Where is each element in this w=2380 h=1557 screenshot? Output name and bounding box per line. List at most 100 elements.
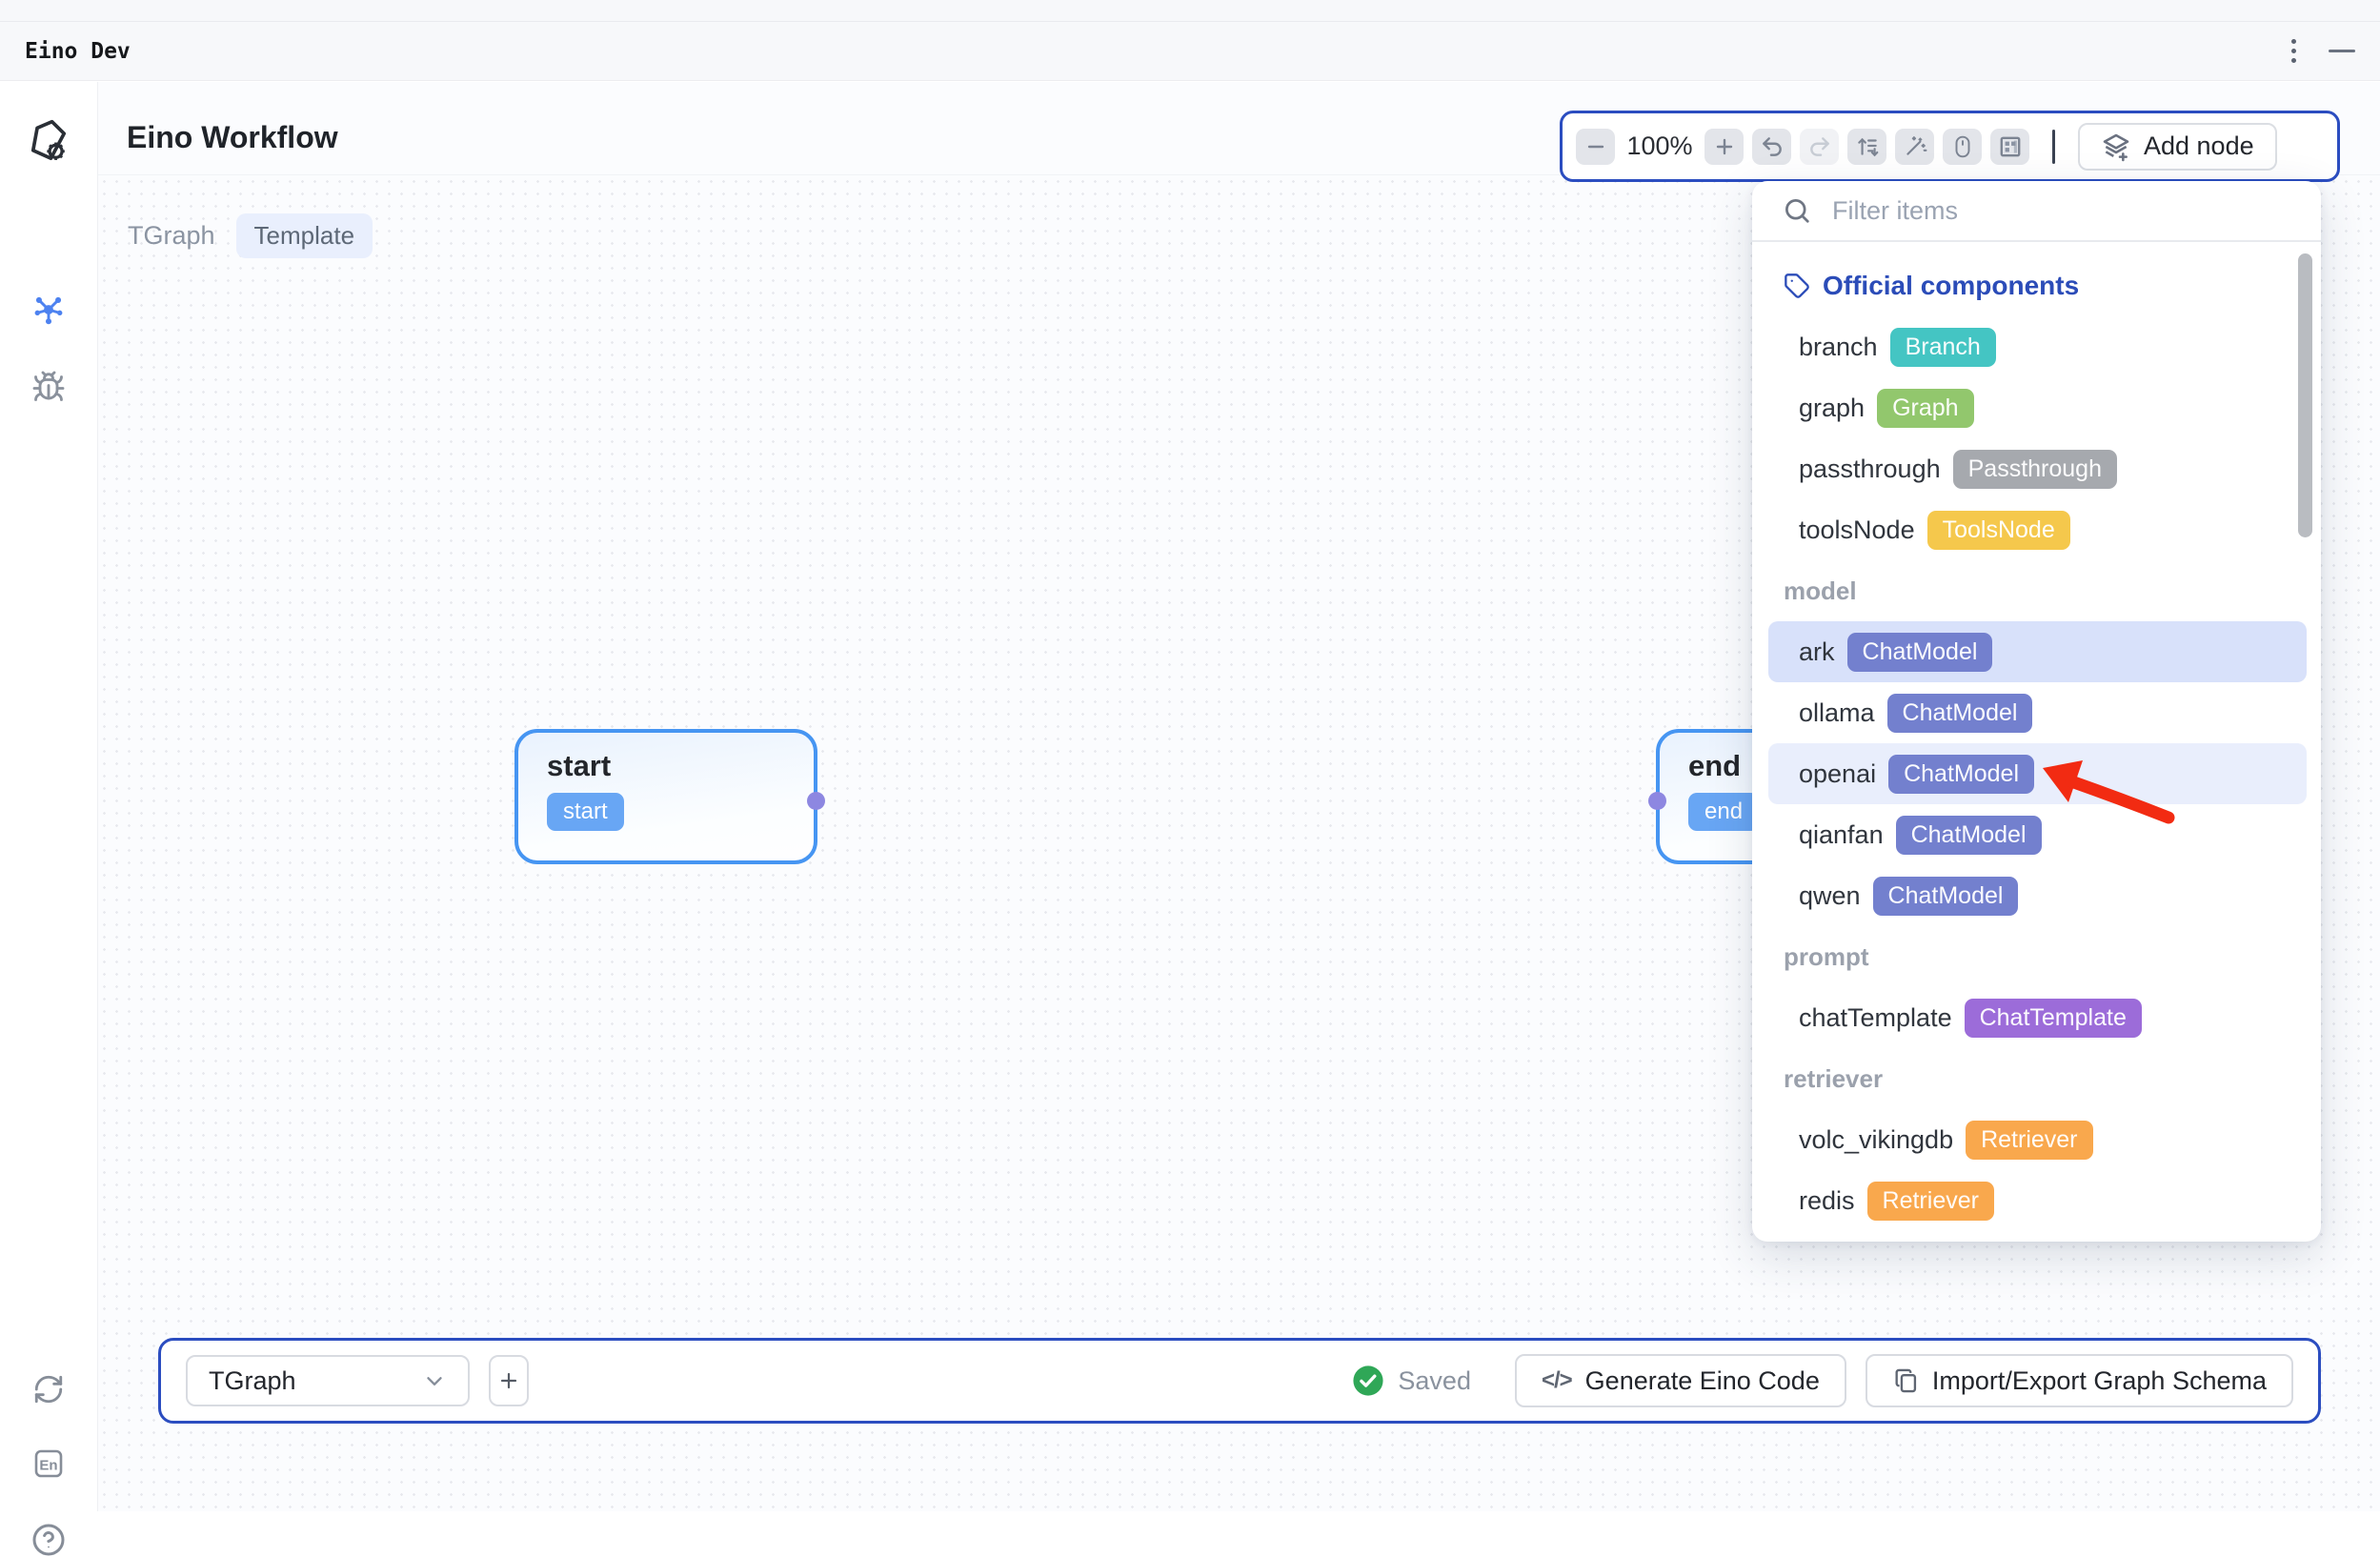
magic-wand-icon[interactable] <box>1895 128 1934 165</box>
zoom-out-button[interactable] <box>1576 128 1615 165</box>
component-panel: Official components branch Branch graphGrap… <box>1752 181 2321 1242</box>
component-label: qianfan <box>1799 819 1884 849</box>
graph-select[interactable]: TGraph <box>186 1355 470 1406</box>
component-type-badge: ChatModel <box>1872 876 2019 916</box>
component-section-retriever: retriever <box>1752 1048 2321 1109</box>
generate-code-label: Generate Eino Code <box>1584 1365 1820 1395</box>
component-label: ark <box>1799 637 1835 666</box>
component-section-model: model <box>1752 560 2321 621</box>
add-graph-button[interactable] <box>489 1355 529 1406</box>
component-item-passthrough[interactable]: passthrough Passthrough <box>1768 438 2307 499</box>
workflow-nav-icon[interactable] <box>30 292 67 328</box>
component-type-badge: Retriever <box>1866 1181 1994 1221</box>
eino-logo-icon[interactable] <box>24 117 73 167</box>
zoom-in-button[interactable] <box>1704 128 1744 165</box>
section-label: prompt <box>1784 941 1869 971</box>
component-item-branch[interactable]: branch Branch <box>1768 316 2307 377</box>
component-label: chatTemplate <box>1799 1002 1952 1032</box>
node-input-handle[interactable] <box>1648 792 1666 810</box>
page-title: Eino Workflow <box>127 120 338 154</box>
chevron-down-icon <box>427 1377 442 1385</box>
canvas-toolbar: 100% <box>1560 111 2340 182</box>
component-item-qwen[interactable]: qwen ChatModel <box>1768 865 2307 926</box>
node-title: end <box>1688 749 1742 782</box>
component-item-volc_vikingdb[interactable]: volc_vikingdb Retriever <box>1768 1109 2307 1170</box>
titlebar: Eino Dev <box>0 22 2380 81</box>
component-label: openai <box>1799 758 1877 788</box>
node-type-badge: start <box>547 793 624 831</box>
add-node-label: Add node <box>2144 131 2254 160</box>
zoom-level-label: 100% <box>1626 131 1693 160</box>
help-icon[interactable] <box>31 1523 66 1557</box>
minimap-icon[interactable] <box>1990 128 2029 165</box>
component-item-toolsNode[interactable]: toolsNode ToolsNode <box>1768 499 2307 560</box>
component-label: branch <box>1799 332 1878 361</box>
footer-bar: TGraph Saved </> Generate Eino Code <box>158 1338 2321 1424</box>
node-title: start <box>547 749 612 782</box>
filter-input[interactable] <box>1830 194 2253 227</box>
component-label: redis <box>1799 1185 1855 1215</box>
component-type-badge: ChatModel <box>1888 754 2034 794</box>
component-item-qianfan[interactable]: qianfan ChatModel <box>1768 804 2307 865</box>
component-search <box>1752 181 2321 242</box>
section-label: model <box>1784 576 1857 605</box>
window-top-strip <box>0 0 2380 22</box>
node-type-badge: end <box>1688 793 1760 831</box>
graph-name-label: TGraph <box>128 221 215 250</box>
svg-text:En: En <box>39 1458 57 1474</box>
graph-select-value: TGraph <box>209 1365 296 1395</box>
component-item-openai[interactable]: openai ChatModel <box>1768 743 2307 804</box>
plus-icon <box>500 1372 517 1389</box>
template-badge: Template <box>235 213 373 258</box>
components-heading: Official components <box>1752 255 2321 316</box>
component-label: volc_vikingdb <box>1799 1124 1954 1154</box>
search-icon <box>1785 199 1809 223</box>
panel-scrollbar[interactable] <box>2298 253 2312 537</box>
import-export-button[interactable]: Import/Export Graph Schema <box>1865 1354 2293 1407</box>
save-status: Saved <box>1352 1365 1471 1397</box>
component-type-badge: ChatModel <box>1895 815 2042 855</box>
graph-meta: TGraph Template <box>128 213 373 258</box>
kebab-menu-icon[interactable] <box>2288 35 2300 67</box>
refresh-icon[interactable] <box>32 1373 65 1405</box>
mouse-settings-icon[interactable] <box>1943 128 1982 165</box>
component-label: passthrough <box>1799 454 1941 483</box>
component-type-badge: ChatModel <box>1886 693 2033 733</box>
component-item-redis[interactable]: redis Retriever <box>1768 1170 2307 1231</box>
component-label: qwen <box>1799 880 1861 910</box>
component-label: graph <box>1799 393 1866 422</box>
layers-plus-icon <box>2103 133 2129 161</box>
tag-icon <box>1785 273 1809 298</box>
saved-label: Saved <box>1398 1365 1471 1395</box>
node-start[interactable]: start start <box>514 729 825 864</box>
component-item-chatTemplate[interactable]: chatTemplate ChatTemplate <box>1768 987 2307 1048</box>
component-type-badge: ToolsNode <box>1926 510 2070 550</box>
component-label: ollama <box>1799 698 1875 727</box>
window-title: Eino Dev <box>25 38 131 64</box>
component-item-ollama[interactable]: ollama ChatModel <box>1768 682 2307 743</box>
sidebar: En <box>0 82 98 1556</box>
debug-bug-icon[interactable] <box>31 370 66 404</box>
saved-check-icon <box>1353 1365 1383 1396</box>
toolbar-divider <box>2052 129 2055 164</box>
component-section-prompt: prompt <box>1752 926 2321 987</box>
undo-button[interactable] <box>1752 128 1791 165</box>
add-node-button[interactable]: Add node <box>2078 122 2277 171</box>
section-label: retriever <box>1784 1063 1884 1093</box>
component-type-badge: Branch <box>1889 327 1996 367</box>
minimize-icon[interactable] <box>2329 50 2355 52</box>
import-export-label: Import/Export Graph Schema <box>1931 1365 2267 1395</box>
component-type-badge: Passthrough <box>1952 449 2117 489</box>
generate-code-button[interactable]: </> Generate Eino Code <box>1514 1354 1846 1407</box>
auto-layout-icon[interactable] <box>1847 128 1886 165</box>
component-label: toolsNode <box>1799 515 1915 544</box>
node-output-handle[interactable] <box>807 792 825 810</box>
redo-button[interactable] <box>1800 128 1839 165</box>
component-type-badge: ChatTemplate <box>1964 998 2142 1038</box>
language-en-icon[interactable]: En <box>31 1446 66 1481</box>
component-type-badge: Retriever <box>1966 1120 2093 1160</box>
